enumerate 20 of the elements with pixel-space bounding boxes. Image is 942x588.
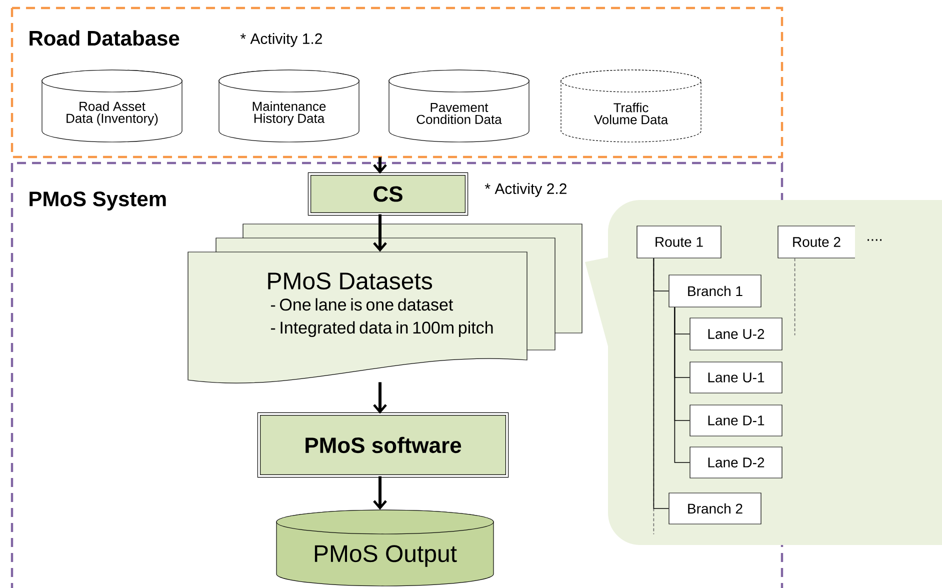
tree-box: Route 2 xyxy=(778,226,856,258)
frame-title: PMoS System xyxy=(30,191,166,210)
frame-title: Road Database xyxy=(30,30,180,46)
database-cylinder: Maintenance History Data xyxy=(218,70,360,142)
database-cylinder: PMoS Output xyxy=(276,510,494,586)
ellipsis-mark: .... xyxy=(868,239,882,241)
arrow xyxy=(373,382,387,414)
activity-note: * Activity 2.2 xyxy=(484,183,566,197)
database-cylinder: Traffic Volume Data xyxy=(560,70,702,142)
connector-line xyxy=(794,258,796,336)
connector-line xyxy=(653,258,670,509)
process-box: PMoS software xyxy=(257,412,509,478)
activity-note: * Activity 1.2 xyxy=(240,33,322,47)
process-box: CS xyxy=(308,172,468,216)
arrow xyxy=(373,476,387,510)
database-cylinder: Road Asset Data (Inventory) xyxy=(42,70,182,142)
arrow xyxy=(373,157,387,174)
arrow xyxy=(373,214,387,252)
connector-line xyxy=(674,306,690,463)
database-cylinder: Pavement Condition Data xyxy=(388,70,530,142)
